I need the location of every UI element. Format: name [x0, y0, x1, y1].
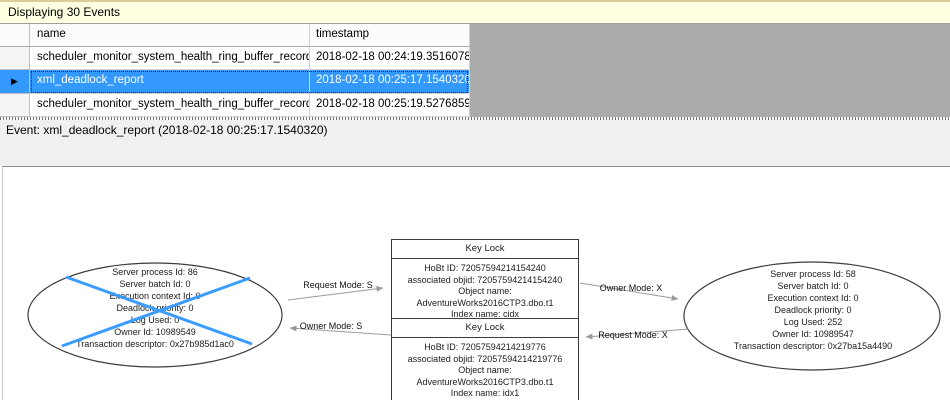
events-grid: name timestamp scheduler_monitor_system_… [0, 24, 950, 117]
resource-details: HoBt ID: 72057594214219776 associated ob… [407, 342, 563, 398]
event-bar: Event: xml_deadlock_report (2018-02-18 0… [0, 120, 950, 141]
grid-corner-cell [0, 24, 30, 47]
resource-node-key-lock[interactable]: Key Lock HoBt ID: 72057594214219776 asso… [391, 318, 579, 400]
cell-name[interactable]: scheduler_monitor_system_health_ring_buf… [30, 94, 310, 117]
edge-label-request-mode-x: Request Mode: X [598, 330, 668, 340]
current-row-arrow-icon: ▶ [11, 76, 18, 86]
cell-name[interactable]: scheduler_monitor_system_health_ring_buf… [30, 47, 310, 70]
info-bar-text: Displaying 30 Events [8, 5, 121, 19]
row-header-cell[interactable] [0, 94, 30, 117]
resource-title: Key Lock [392, 240, 578, 259]
resource-title: Key Lock [392, 319, 578, 338]
edge-label-owner-mode-s: Owner Mode: S [299, 321, 363, 331]
row-header-cell[interactable]: ▶ [0, 70, 30, 94]
grid-header-row: name timestamp [0, 24, 470, 47]
edge-label-request-mode-s: Request Mode: S [303, 280, 373, 290]
cell-timestamp[interactable]: 2018-02-18 00:25:17.1540320 [310, 70, 470, 94]
table-row-selected[interactable]: ▶ xml_deadlock_report 2018-02-18 00:25:1… [0, 70, 470, 94]
row-header-cell[interactable] [0, 47, 30, 70]
horizontal-splitter[interactable] [0, 117, 950, 120]
resource-details: HoBt ID: 72057594214154240 associated ob… [407, 263, 563, 319]
edge-label-owner-mode-x: Owner Mode: X [599, 283, 663, 293]
process-node[interactable]: Server process Id: 58 Server batch Id: 0… [733, 269, 893, 351]
column-header-name[interactable]: name [30, 24, 310, 47]
cell-name[interactable]: xml_deadlock_report [30, 70, 310, 94]
event-bar-label: Event: xml_deadlock_report (2018-02-18 0… [6, 123, 328, 137]
cell-timestamp[interactable]: 2018-02-18 00:24:19.3516078 [310, 47, 470, 70]
table-row[interactable]: scheduler_monitor_system_health_ring_buf… [0, 47, 470, 70]
info-bar: Displaying 30 Events [0, 0, 950, 24]
process-node-victim[interactable]: Server process Id: 86 Server batch Id: 0… [76, 267, 234, 349]
cell-timestamp[interactable]: 2018-02-18 00:25:19.5276859 [310, 94, 470, 117]
column-header-timestamp[interactable]: timestamp [310, 24, 470, 47]
table-row[interactable]: scheduler_monitor_system_health_ring_buf… [0, 94, 470, 117]
resource-node-key-lock[interactable]: Key Lock HoBt ID: 72057594214154240 asso… [391, 239, 579, 327]
tab-strip: Details Deadlock [0, 141, 950, 309]
